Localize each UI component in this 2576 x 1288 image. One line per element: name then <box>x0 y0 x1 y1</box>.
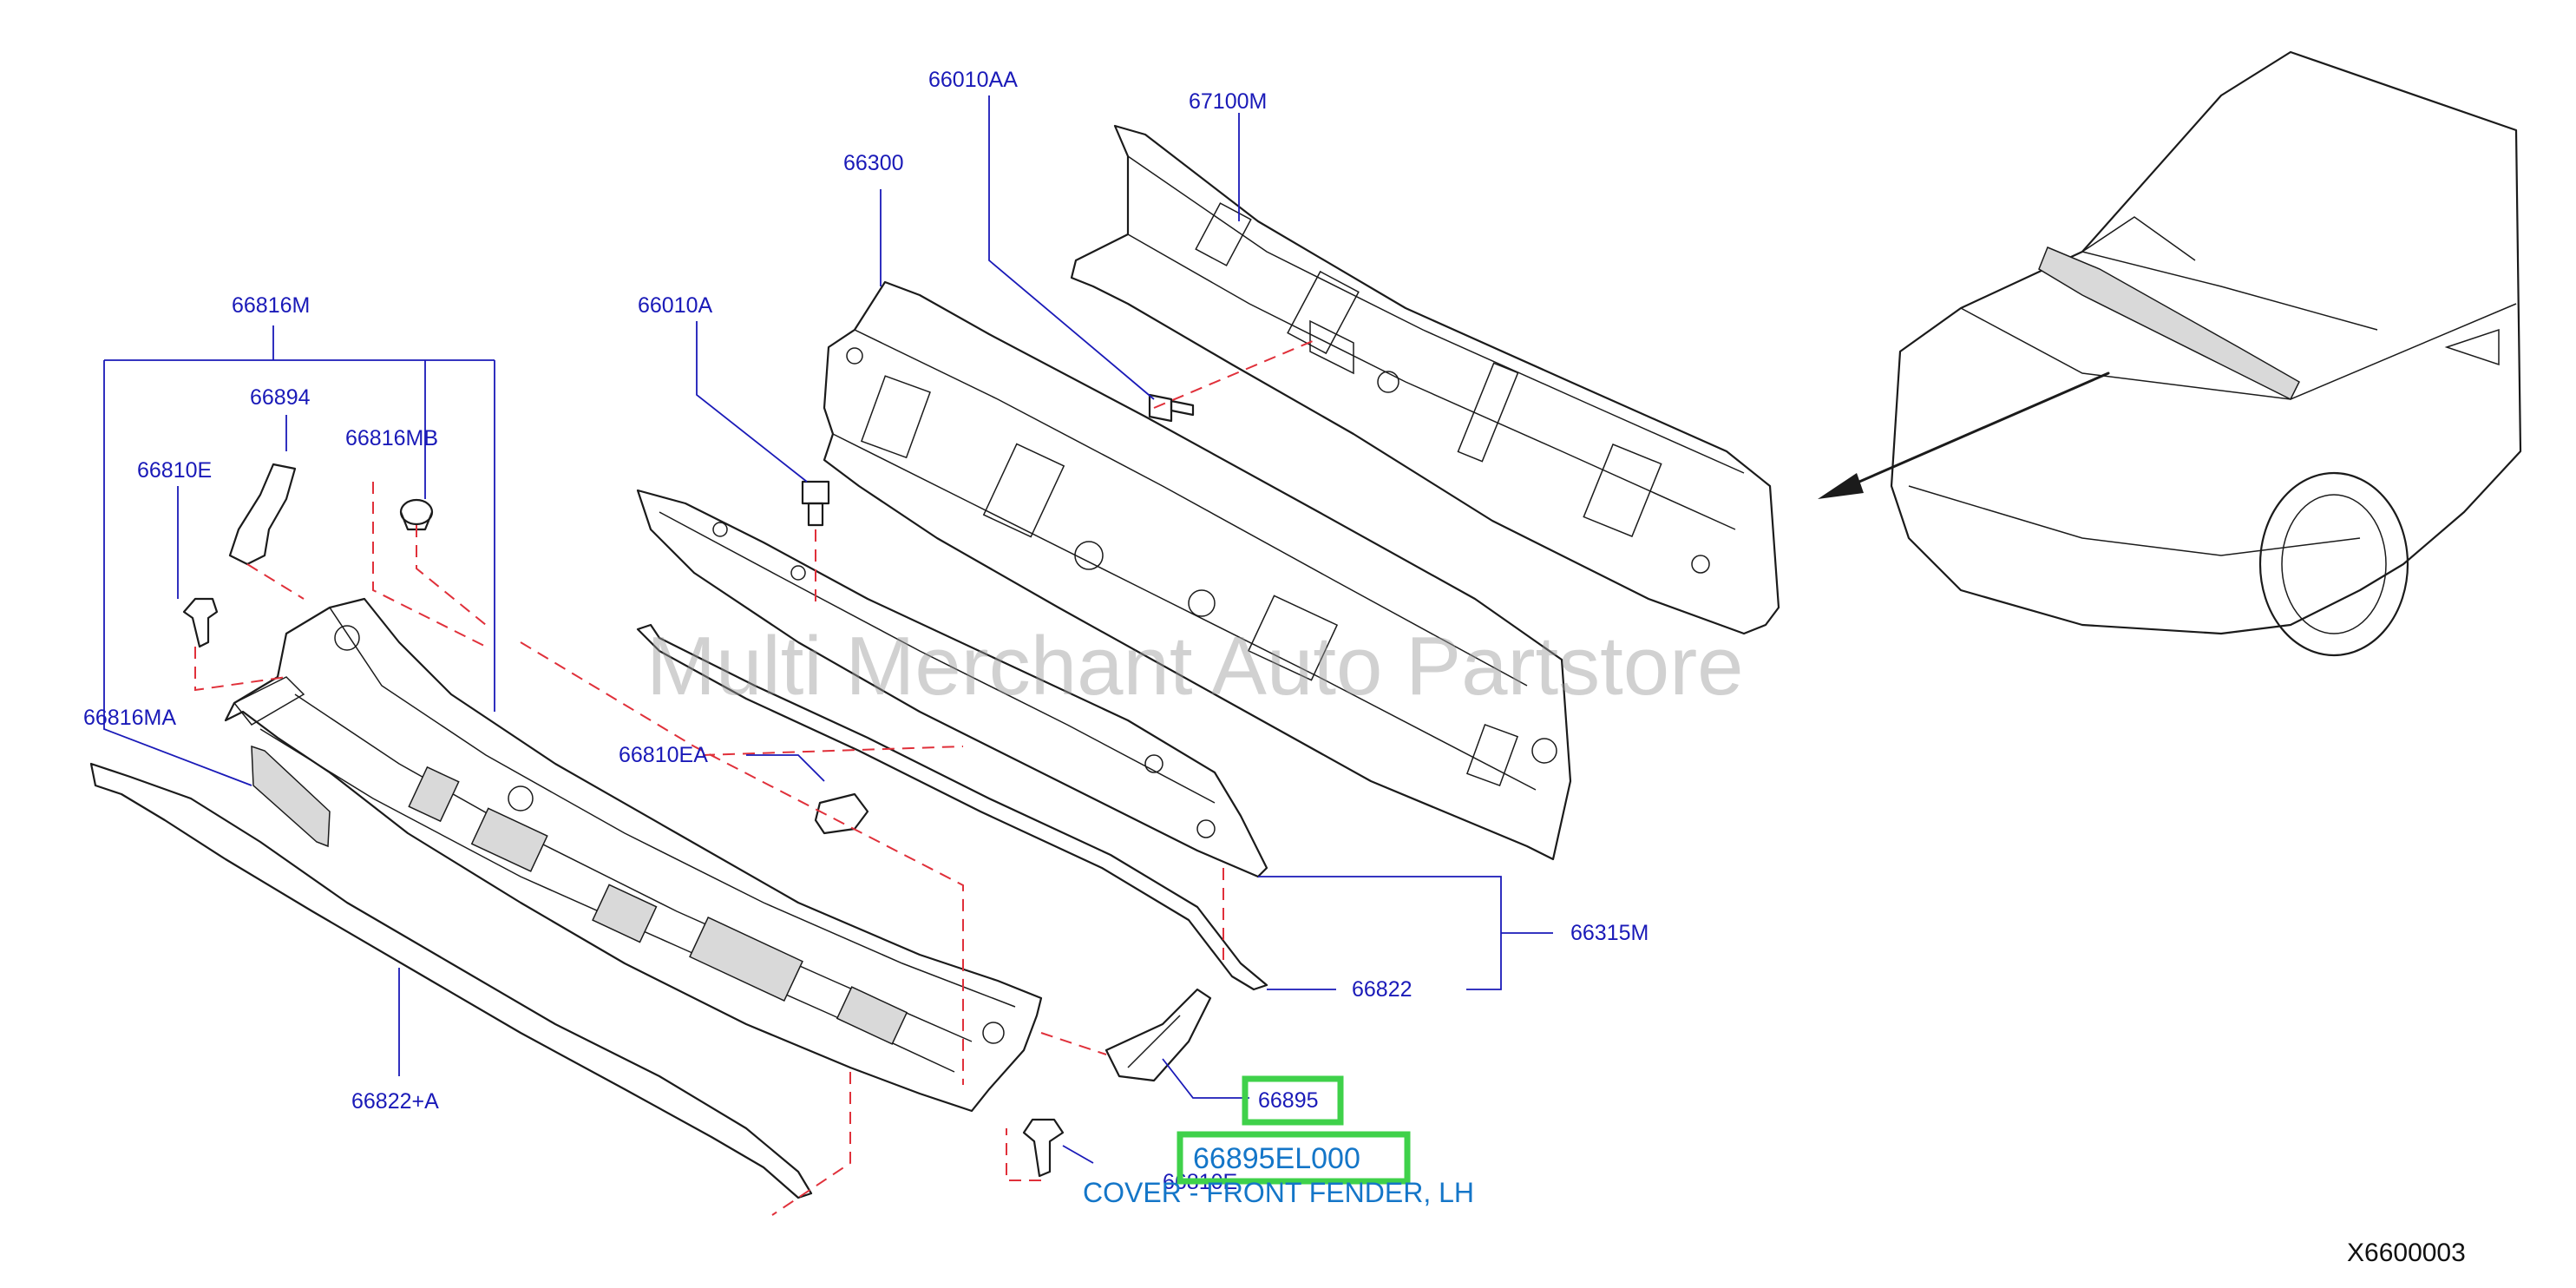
seal-66822a <box>89 762 813 1199</box>
label-66822[interactable]: 66822 <box>1352 977 1413 1002</box>
highlight-box-66895 <box>1242 1075 1344 1126</box>
clip-66810e-top <box>182 597 219 648</box>
label-66300[interactable]: 66300 <box>843 151 904 175</box>
label-66816m[interactable]: 66816M <box>232 293 310 318</box>
bolt-66010a <box>801 480 830 527</box>
watermark: Multi Merchant Auto Partstore <box>646 620 1744 713</box>
weatherstrip-66822 <box>636 623 1268 991</box>
label-66895[interactable]: 66895 <box>1258 1088 1319 1113</box>
clip-66810e-bottom <box>1022 1118 1065 1178</box>
clip-66816mb <box>399 498 434 531</box>
cowl-top-panel-67100m <box>1070 124 1780 635</box>
diagram-code: X6600003 <box>2347 1239 2466 1267</box>
label-66810e-top[interactable]: 66810E <box>137 458 212 483</box>
overview-arrow <box>1818 371 2110 499</box>
car-overview <box>1890 50 2522 657</box>
label-66822a[interactable]: 66822+A <box>351 1089 439 1114</box>
label-66010aa[interactable]: 66010AA <box>928 68 1018 92</box>
highlight-box-part-number <box>1177 1131 1411 1185</box>
label-67100m[interactable]: 67100M <box>1189 89 1267 114</box>
label-66010a[interactable]: 66010A <box>638 293 713 318</box>
cover-66895 <box>1104 988 1212 1082</box>
label-66315m[interactable]: 66315M <box>1570 921 1649 945</box>
leader-lines <box>103 95 1553 1164</box>
label-66816mb[interactable]: 66816MB <box>345 426 438 450</box>
assembly-lines <box>194 338 1320 1216</box>
cowl-panel-66300 <box>823 280 1572 861</box>
bolt-66010aa <box>1148 393 1195 423</box>
label-66810ea[interactable]: 66810EA <box>619 743 708 767</box>
part-number[interactable]: 66895EL000 <box>1193 1142 1360 1175</box>
cowl-top-cover <box>224 597 1043 1113</box>
label-66894[interactable]: 66894 <box>250 385 311 410</box>
part-description: COVER - FRONT FENDER, LH <box>1083 1177 1474 1208</box>
label-66816ma[interactable]: 66816MA <box>83 706 176 730</box>
grille-66816ma <box>251 745 331 848</box>
clip-66894 <box>228 463 297 566</box>
seal-strip-66315m <box>636 489 1268 878</box>
